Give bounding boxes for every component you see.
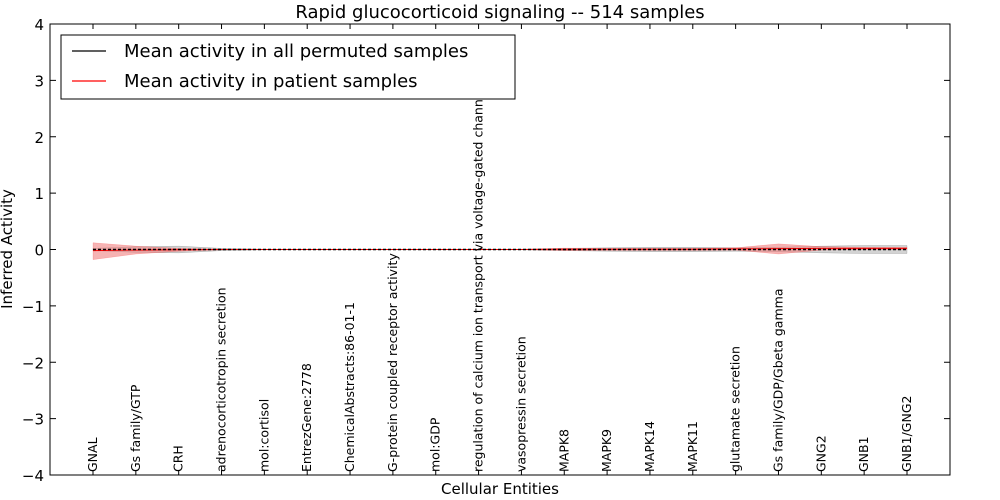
legend-label-0: Mean activity in all permuted samples [124, 41, 468, 62]
legend-box [60, 34, 516, 100]
legend: Mean activity in all permuted samplesMea… [60, 34, 516, 100]
x-tick-label: glutamate secretion [728, 346, 743, 472]
x-tick-label: EntrezGene:2778 [299, 363, 314, 472]
x-tick-label: adrenocorticotropin secretion [214, 287, 229, 472]
x-tick-label: MAPK11 [685, 421, 700, 472]
x-tick-labels: GNAL Gs family/GTP CRH adrenocorticotropin … [85, 24, 914, 475]
x-tick-label: vasopressin secretion [513, 336, 528, 472]
x-tick-label: MAPK14 [642, 421, 657, 472]
x-tick-label: Gs family/GTP [128, 384, 143, 472]
x-tick-label: GNG2 [813, 435, 828, 472]
x-tick-label: MAPK9 [599, 429, 614, 472]
y-axis-label: Inferred Activity [0, 189, 16, 309]
x-tick-label: regulation of calcium ion transport via … [471, 88, 486, 472]
x-tick-label: MAPK8 [556, 429, 571, 472]
y-tick-label: 1 [34, 185, 44, 203]
legend-label-1: Mean activity in patient samples [124, 71, 418, 92]
x-tick-label: GNB1/GNG2 [899, 396, 914, 472]
y-tick-label: 0 [34, 242, 44, 260]
x-tick-label: CRH [171, 445, 186, 472]
chart-title: Rapid glucocorticoid signaling -- 514 sa… [295, 2, 704, 23]
y-tick-label: 2 [34, 129, 44, 147]
x-tick-label: GNB1 [856, 436, 871, 472]
x-axis-label: Cellular Entities [441, 480, 559, 498]
y-tick-label: −4 [22, 467, 44, 485]
y-tick-label: −1 [22, 298, 44, 316]
x-tick-label: Gs family/GDP/Gbeta gamma [770, 289, 785, 472]
y-tick-label: −3 [22, 411, 44, 429]
y-axis: 4 3 2 1 0 −1 −2 −3 −4 [22, 16, 950, 485]
series-lines [92, 247, 907, 252]
x-tick-label: mol:GDP [428, 417, 443, 472]
x-tick-label: G-protein coupled receptor activity [385, 253, 400, 472]
y-tick-label: 4 [34, 16, 44, 34]
x-tick-label: GNAL [85, 437, 100, 472]
x-tick-label: ChemicalAbstracts:86-01-1 [342, 302, 357, 472]
y-tick-label: −2 [22, 354, 44, 372]
x-tick-label: mol:cortisol [256, 399, 271, 472]
y-tick-label: 3 [34, 72, 44, 90]
confidence-bands [92, 242, 908, 260]
